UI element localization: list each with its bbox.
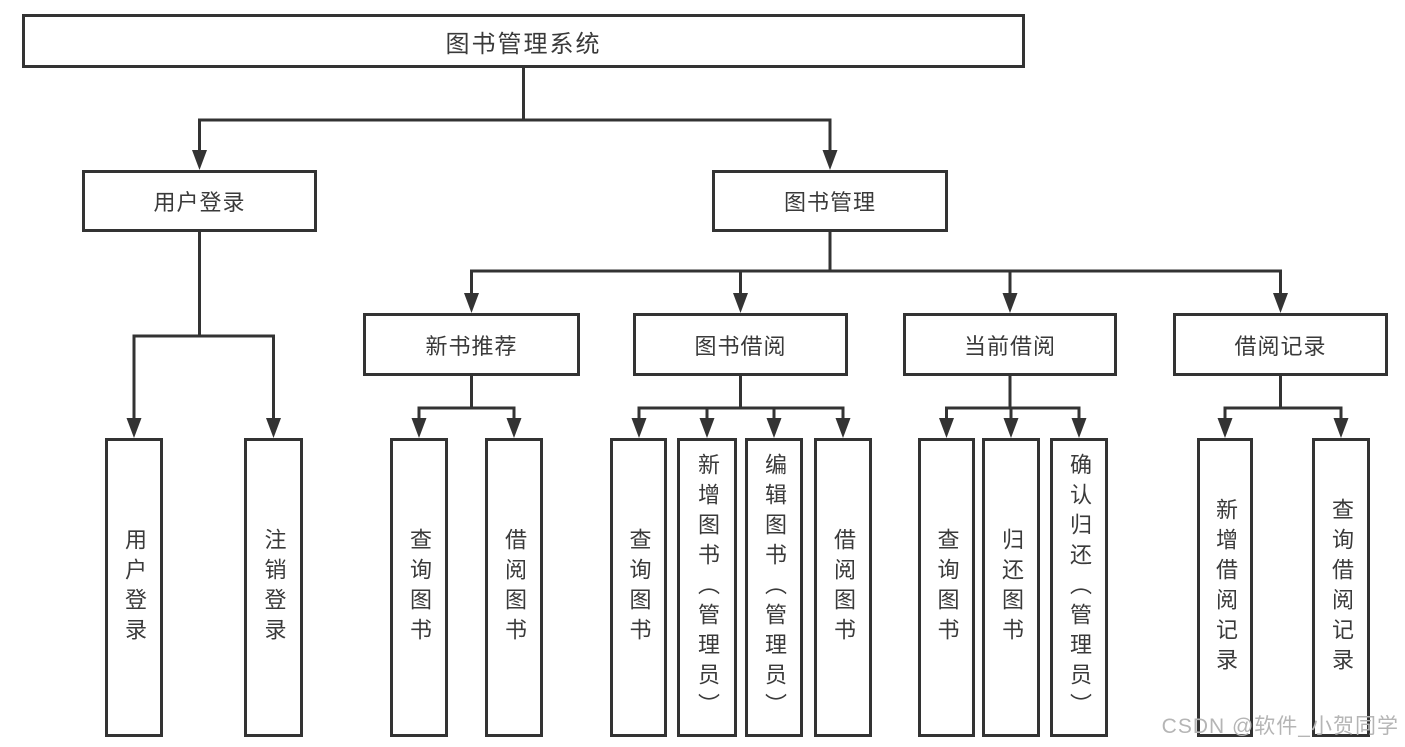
leaf-borrowing-query-books-label: 查询图书 <box>626 527 652 648</box>
node-user-login-branch-label: 用户登录 <box>153 190 246 215</box>
leaf-borrowing-borrow-books: 借阅图书 <box>814 438 872 737</box>
node-new-book-recommend: 新书推荐 <box>363 313 580 376</box>
leaf-add-borrow-record-label: 新增借阅记录 <box>1213 497 1238 678</box>
node-book-management-branch-label: 图书管理 <box>783 190 876 215</box>
leaf-user-login: 用户登录 <box>105 438 163 737</box>
node-borrowing-records: 借阅记录 <box>1173 313 1388 376</box>
node-current-borrowing-label: 当前借阅 <box>963 333 1056 359</box>
node-root-label: 图书管理系统 <box>445 30 602 58</box>
leaf-edit-book-admin: 编辑图书（管理员） <box>745 438 803 737</box>
node-root-library-system: 图书管理系统 <box>22 14 1025 68</box>
leaf-add-book-admin-label: 新增图书（管理员） <box>695 452 720 723</box>
leaf-recommend-query-books-label: 查询图书 <box>407 527 432 648</box>
node-user-login-branch: 用户登录 <box>82 170 317 232</box>
leaf-query-borrow-record: 查询借阅记录 <box>1312 438 1370 737</box>
node-new-book-recommend-label: 新书推荐 <box>425 333 518 359</box>
leaf-recommend-query-books: 查询图书 <box>390 438 448 737</box>
leaf-query-borrow-record-label: 查询借阅记录 <box>1329 497 1354 678</box>
leaf-borrowing-borrow-books-label: 借阅图书 <box>831 527 856 648</box>
leaf-logout-label: 注销登录 <box>261 527 287 648</box>
leaf-confirm-return-admin: 确认归还（管理员） <box>1050 438 1108 737</box>
node-book-borrowing-label: 图书借阅 <box>694 333 787 359</box>
node-borrowing-records-label: 借阅记录 <box>1234 333 1327 359</box>
leaf-add-book-admin: 新增图书（管理员） <box>677 438 737 737</box>
node-current-borrowing: 当前借阅 <box>903 313 1117 376</box>
leaf-borrowing-query-books: 查询图书 <box>610 438 667 737</box>
leaf-return-book-label: 归还图书 <box>999 527 1024 648</box>
leaf-user-login-label: 用户登录 <box>122 527 147 648</box>
leaf-add-borrow-record: 新增借阅记录 <box>1197 438 1253 737</box>
csdn-watermark: CSDN @软件_小贺同学 <box>1161 715 1399 738</box>
leaf-edit-book-admin-label: 编辑图书（管理员） <box>762 452 787 723</box>
leaf-logout: 注销登录 <box>244 438 303 737</box>
leaf-current-query-books: 查询图书 <box>918 438 975 737</box>
leaf-recommend-borrow-books: 借阅图书 <box>485 438 543 737</box>
node-book-borrowing: 图书借阅 <box>633 313 848 376</box>
leaf-recommend-borrow-books-label: 借阅图书 <box>502 527 527 648</box>
leaf-current-query-books-label: 查询图书 <box>934 527 960 648</box>
leaf-confirm-return-admin-label: 确认归还（管理员） <box>1067 452 1092 723</box>
leaf-return-book: 归还图书 <box>982 438 1040 737</box>
node-book-management-branch: 图书管理 <box>712 170 948 232</box>
